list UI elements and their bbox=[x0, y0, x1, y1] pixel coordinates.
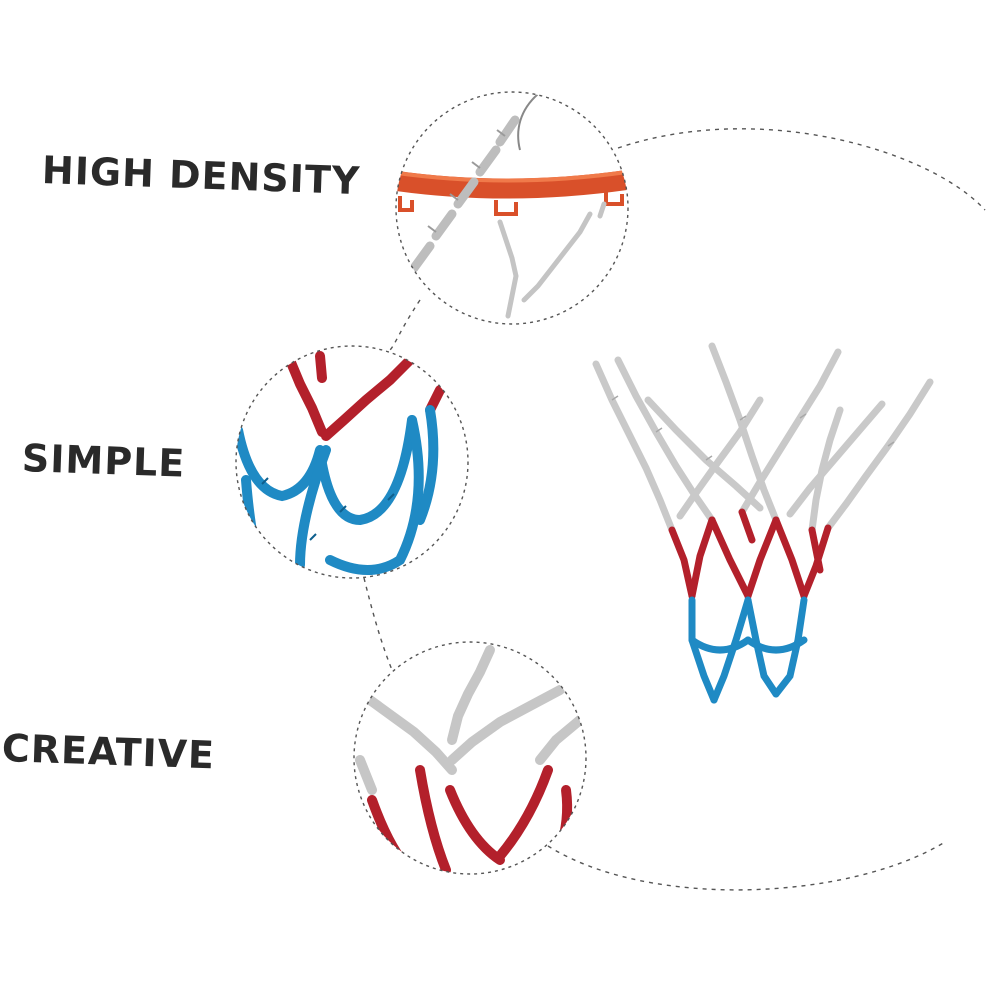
closeup-rim-chains bbox=[395, 91, 629, 325]
dashed-connector-large bbox=[547, 128, 986, 891]
feature-label-simple: SIMPLE bbox=[21, 436, 187, 486]
dashed-connector-vertical bbox=[363, 299, 421, 671]
basketball-net bbox=[592, 342, 934, 704]
closeup-silver-red-chains bbox=[353, 641, 587, 875]
closeup-red-blue-chains bbox=[235, 345, 469, 579]
feature-label-creative: CREATIVE bbox=[1, 726, 216, 778]
